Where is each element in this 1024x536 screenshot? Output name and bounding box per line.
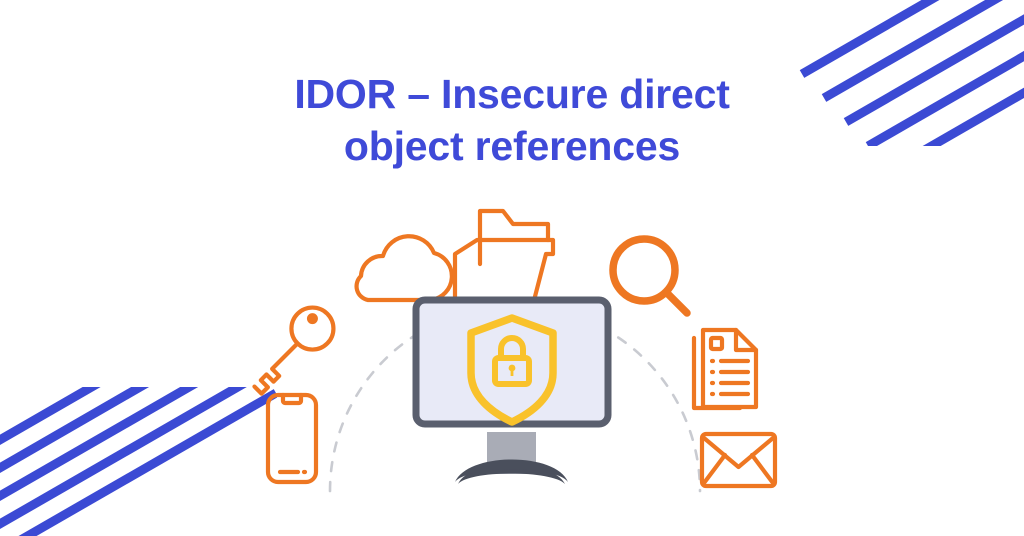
padlock-shackle xyxy=(498,335,526,361)
page-title-line-1: IDOR – Insecure direct xyxy=(294,71,730,117)
shield-lock-emblem xyxy=(467,314,557,426)
stripe-1 xyxy=(799,0,940,78)
page-title-line-2: object references xyxy=(343,123,681,170)
shield-outline xyxy=(467,314,557,426)
monitor-stand-base-fill xyxy=(455,459,568,482)
documents-lines xyxy=(709,358,751,397)
dashed-connector-arc xyxy=(328,304,702,493)
key-icon xyxy=(252,305,336,396)
search-icon xyxy=(609,235,691,317)
envelope-icon xyxy=(699,431,778,489)
security-illustration xyxy=(0,186,1024,506)
desktop-monitor xyxy=(412,296,612,484)
documents-icon xyxy=(691,327,759,411)
cloud-icon xyxy=(354,234,454,303)
padlock-keyhole-slot xyxy=(510,368,514,376)
page-title: IDOR – Insecure direct object references xyxy=(0,68,1024,173)
padlock-body xyxy=(492,355,532,387)
smartphone-icon xyxy=(265,392,319,485)
